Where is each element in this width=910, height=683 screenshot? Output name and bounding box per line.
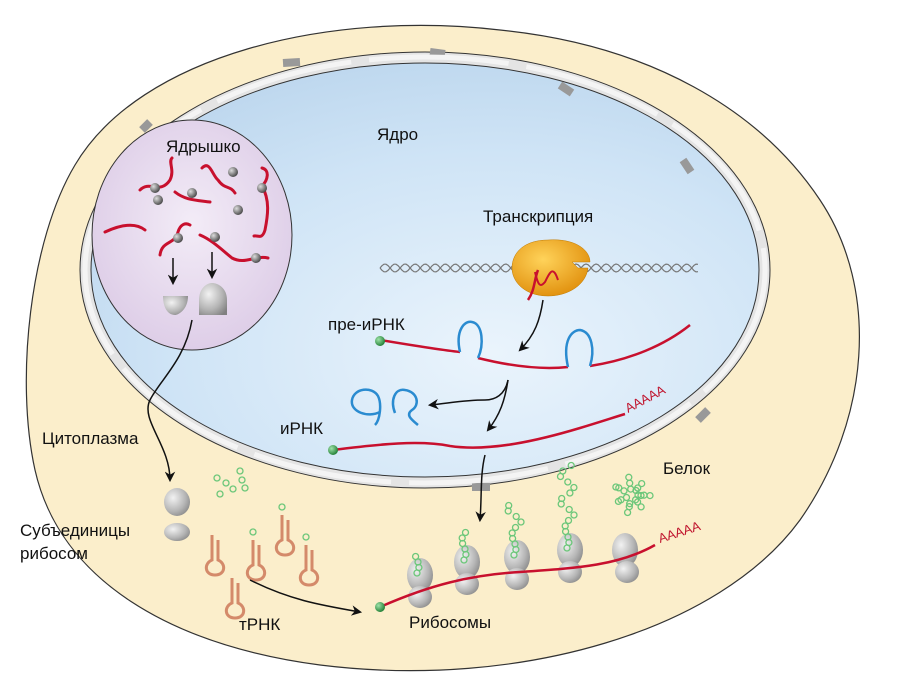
mrna-export-arrow (475, 454, 486, 523)
trna (204, 535, 226, 577)
trna-group (204, 503, 320, 620)
mrna-cap (328, 445, 338, 455)
intron-1 (457, 320, 483, 359)
trna (224, 578, 246, 620)
transcription-arrow (518, 299, 544, 352)
trna (298, 545, 320, 587)
free-amino-acids (213, 467, 249, 498)
pre-mrna-strand (379, 324, 691, 370)
amino-acid (278, 503, 286, 511)
mrna-strand (332, 412, 626, 452)
small-subunit-cytoplasm (164, 523, 190, 541)
label-cytoplasm: Цитоплазма (42, 429, 139, 448)
label-nucleus: Ядро (377, 125, 418, 144)
peptide-residue (567, 461, 575, 470)
protein-residue (626, 500, 634, 508)
peptide-residue (566, 489, 574, 497)
ribosome-small-subunit (408, 586, 432, 608)
cytoplasmic-mrna-cap (375, 602, 385, 612)
ribosome-small-subunit (558, 561, 582, 583)
subunit-export-arrow (147, 319, 193, 483)
rna-polymerase (511, 239, 591, 297)
amino-acid (302, 533, 310, 541)
small-subunit-nucleolus (163, 296, 188, 315)
protein-residue (631, 496, 640, 504)
peptide-residue (564, 516, 573, 525)
peptide-residue (512, 512, 520, 521)
large-subunit-cytoplasm (164, 488, 190, 516)
protein-residue (620, 487, 628, 495)
cytoplasmic-mrna (379, 543, 656, 609)
peptide-residue (564, 478, 572, 486)
label-ribosome-subunits-2: рибосом (20, 544, 88, 563)
protein-residue (625, 473, 633, 481)
nuclear-pores (139, 48, 711, 491)
trna (274, 515, 296, 557)
large-subunit-nucleolus (199, 283, 227, 315)
nucleolus (91, 119, 293, 351)
label-pre-mrna: пре-иРНК (328, 315, 405, 334)
peptide-residue (517, 518, 525, 526)
peptide-residue (570, 511, 578, 519)
splicing-arrow-mrna (486, 379, 509, 432)
protein-residue (637, 491, 645, 500)
protein-residue (633, 498, 642, 506)
peptide-residue (505, 501, 513, 510)
peptide-residue (458, 534, 466, 542)
trna-arrow (249, 579, 363, 616)
protein-residue (637, 503, 645, 511)
peptide-residue (511, 523, 520, 532)
peptide-residue (570, 483, 578, 492)
peptide-residue (461, 528, 470, 537)
protein-residue (623, 508, 632, 517)
peptide-residue (558, 494, 566, 503)
protein-residue (615, 484, 623, 492)
protein-residue (632, 486, 640, 495)
label-ribosome-subunits-1: Субъединицы (20, 521, 130, 540)
protein-residue (617, 496, 625, 504)
peptide-residue (561, 522, 569, 530)
trna (245, 540, 267, 582)
amino-acid (249, 528, 257, 536)
peptide-residue (559, 467, 567, 475)
peptide-residue (565, 505, 573, 514)
pre-mrna-cap (375, 336, 385, 346)
label-mrna: иРНК (280, 419, 323, 438)
label-nucleolus: Ядрышко (166, 137, 241, 156)
protein-residue (638, 479, 646, 488)
protein-residue (646, 491, 654, 500)
ribosome-small-subunit (615, 561, 639, 583)
splicing-arrow-introns (427, 379, 509, 410)
label-protein: Белок (663, 459, 711, 478)
label-transcription: Транскрипция (483, 207, 593, 226)
excised-introns (350, 388, 419, 426)
label-ribosomes: Рибосомы (409, 613, 491, 632)
label-trna: тРНК (239, 615, 280, 634)
peptide-residue (411, 552, 420, 561)
intron-2 (564, 328, 594, 368)
ribosomal-proteins (150, 167, 267, 263)
peptide-residue (508, 529, 516, 537)
